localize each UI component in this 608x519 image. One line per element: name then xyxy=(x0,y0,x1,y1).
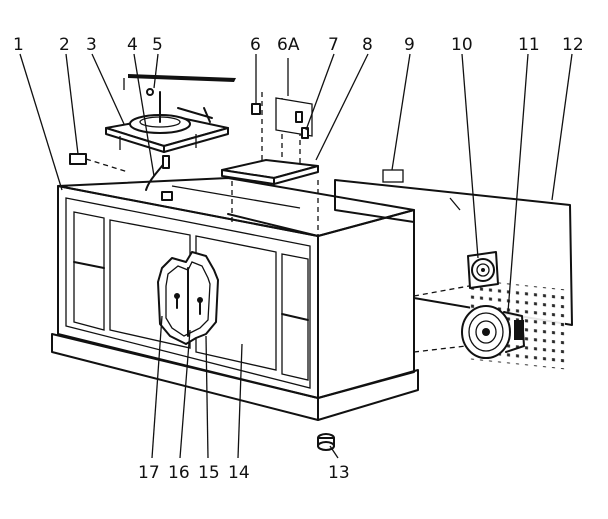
callout-label: 10 xyxy=(451,35,473,55)
amplifier-chassis xyxy=(221,92,319,185)
callout-label: 12 xyxy=(562,35,584,55)
speaker-10 xyxy=(467,251,499,289)
callouts-bottom: 17 16 15 14 13 xyxy=(138,463,350,483)
part-2 xyxy=(69,153,87,165)
leader-lines xyxy=(19,53,573,459)
grille-right xyxy=(281,253,309,381)
callout-label: 6A xyxy=(277,35,300,55)
callout-label: 11 xyxy=(518,35,540,55)
callout-label: 14 xyxy=(228,463,250,483)
record-changer xyxy=(105,74,236,153)
back-panel xyxy=(334,169,573,370)
door-escutcheon xyxy=(157,251,219,345)
grille-center-left xyxy=(109,219,191,349)
grille-left xyxy=(73,211,105,331)
callout-label: 17 xyxy=(138,463,160,483)
callout-label: 7 xyxy=(328,35,339,55)
callout-label: 9 xyxy=(404,35,415,55)
speaker-11 xyxy=(461,305,525,359)
cabinet xyxy=(51,177,419,421)
callout-label: 1 xyxy=(13,35,24,55)
callouts-top: 1 2 3 4 5 6 6A 7 8 9 10 11 12 xyxy=(13,35,584,55)
callout-label: 16 xyxy=(168,463,190,483)
callout-label: 13 xyxy=(328,463,350,483)
callout-label: 2 xyxy=(59,35,70,55)
callout-label: 4 xyxy=(127,35,138,55)
cable-4 xyxy=(145,155,173,201)
callout-label: 5 xyxy=(152,35,163,55)
callout-label: 15 xyxy=(198,463,220,483)
tube-6 xyxy=(251,103,261,115)
callout-label: 8 xyxy=(362,35,373,55)
callout-label: 6 xyxy=(250,35,261,55)
foot-13 xyxy=(317,433,335,451)
callout-label: 3 xyxy=(86,35,97,55)
bracket-9 xyxy=(382,169,404,183)
